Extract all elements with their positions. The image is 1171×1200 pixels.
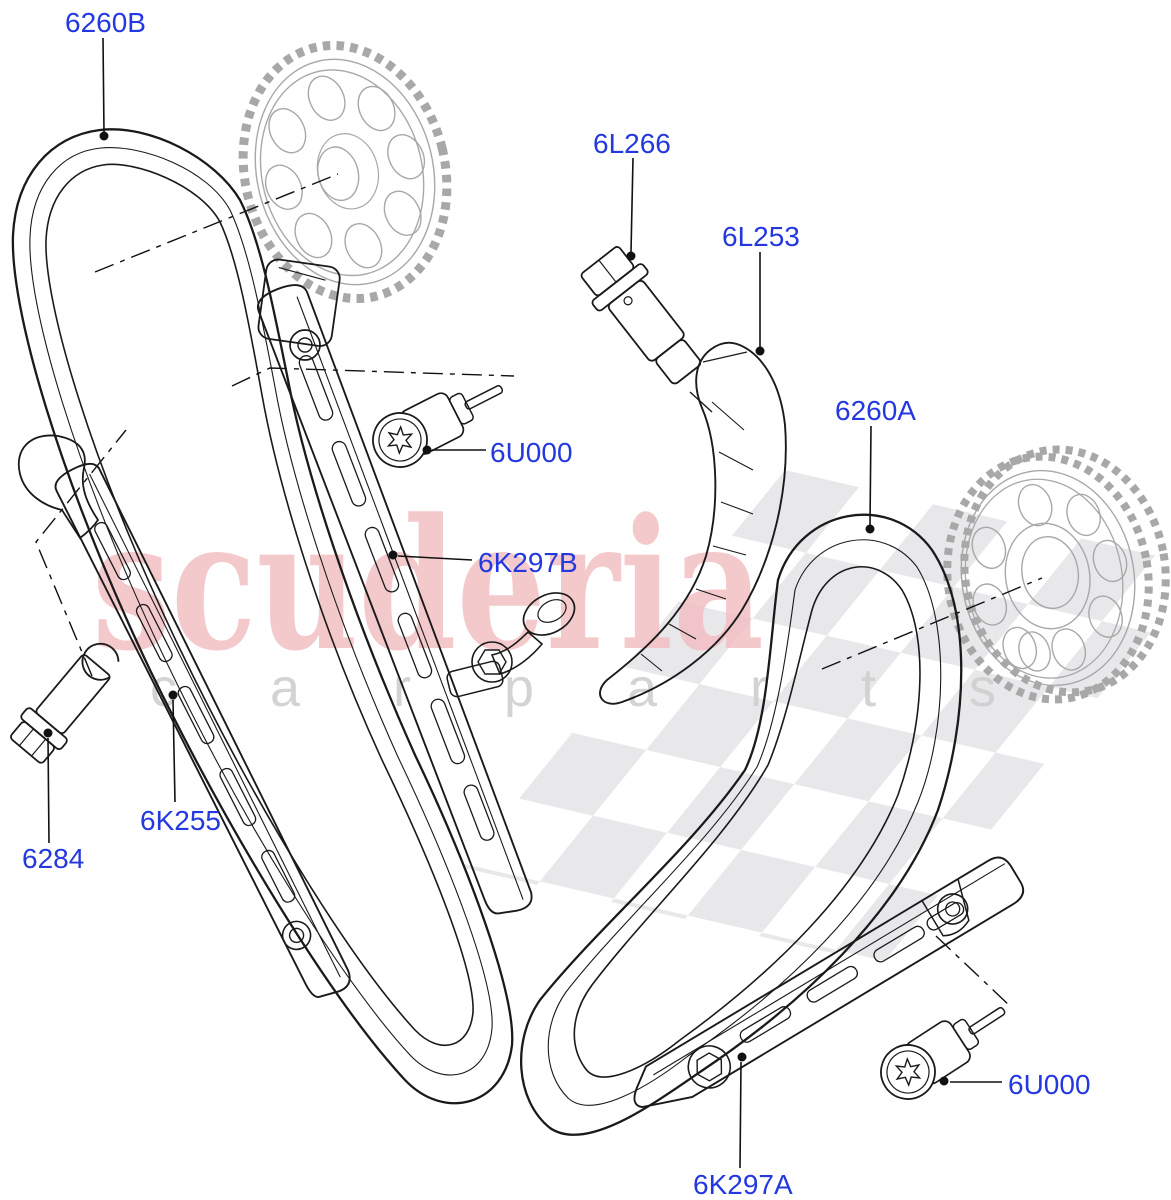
part-label-6U000-lower[interactable]: 6U000	[1008, 1069, 1091, 1100]
chain-guide-6K297A	[633, 856, 1025, 1109]
leader-lines	[43, 37, 1002, 1169]
part-labels: 6260B 6L266 6L253 6260A 6U000 6K297B 6K2…	[22, 7, 1091, 1200]
watermark-brand-text: scuderia	[92, 480, 764, 691]
tensioner-pivot-pad	[446, 592, 576, 698]
part-label-6L253[interactable]: 6L253	[722, 221, 800, 252]
chain-tensioner-6L266	[580, 246, 702, 385]
centerline-right-sprocket	[821, 577, 1043, 670]
tensioner-guide-6L253	[599, 341, 787, 705]
camshaft-sprocket-left	[238, 40, 452, 304]
part-label-6L266[interactable]: 6L266	[593, 128, 671, 159]
centerline-left-sprocket	[94, 173, 339, 273]
chain-guide-6K255	[17, 434, 351, 998]
chain-guide-6K297B	[256, 258, 533, 915]
tensioner-bolt-6U000-lower	[880, 1006, 1006, 1100]
part-label-6260A[interactable]: 6260A	[835, 395, 916, 426]
part-label-6K297A[interactable]: 6K297A	[693, 1169, 793, 1200]
part-label-6U000-upper[interactable]: 6U000	[490, 437, 573, 468]
timing-chain-6260A	[519, 513, 963, 1136]
part-label-6260B[interactable]: 6260B	[65, 7, 146, 38]
crankshaft-sprocket-right	[943, 445, 1170, 704]
brand-watermark: scuderia c a r p a r t s	[92, 480, 1010, 718]
watermark-tagline-text: c a r p a r t s	[150, 658, 1010, 718]
tensioner-contact-line	[689, 391, 713, 413]
centerline-group	[35, 173, 1043, 1007]
part-label-6K297B[interactable]: 6K297B	[478, 547, 578, 578]
timing-chain-6260B	[11, 128, 514, 1105]
tensioner-bolt-6U000-upper	[372, 384, 504, 468]
centerline-lower-bolt	[935, 935, 1011, 1007]
part-label-6284[interactable]: 6284	[22, 843, 84, 874]
part-label-6K255[interactable]: 6K255	[140, 805, 221, 836]
chain-tensioner-6284	[10, 642, 120, 764]
centerline-left-tensioner	[35, 429, 127, 677]
checkered-flag-watermark	[462, 470, 1171, 965]
centerline-upper-bolt	[231, 367, 515, 387]
